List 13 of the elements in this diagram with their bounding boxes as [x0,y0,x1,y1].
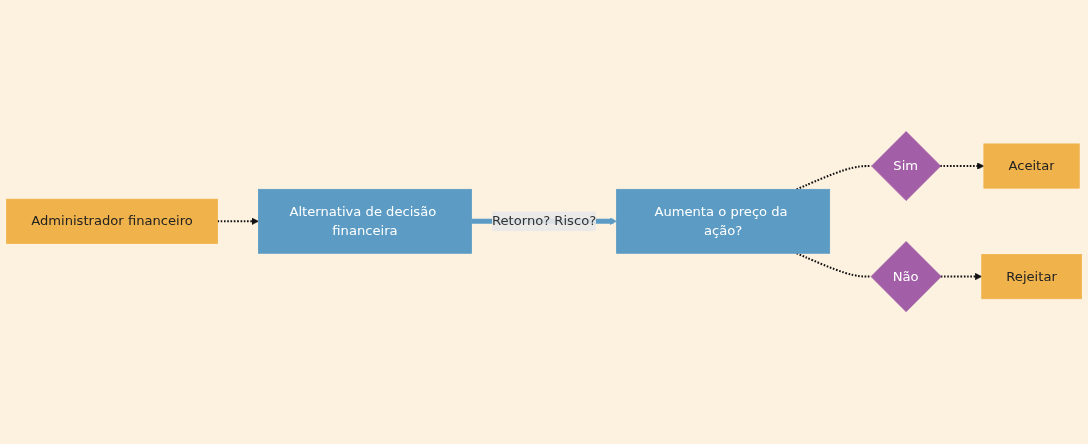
node-diamond: Sim [871,131,941,202]
node-box: Rejeitar [981,254,1082,300]
arrow [940,162,985,171]
node-box: Aumenta o preço da ação? [616,189,831,255]
node-box: Aceitar [983,143,1080,189]
connector [796,165,872,191]
arrow [940,273,983,281]
node-diamond: Não [870,241,942,313]
connector [796,252,871,278]
node-box: Administrador financeiro [6,199,218,245]
arrow [217,218,259,226]
edge-label: Retorno? Risco? [491,213,597,230]
node-box: Alternativa de decisão financeira [258,189,472,255]
